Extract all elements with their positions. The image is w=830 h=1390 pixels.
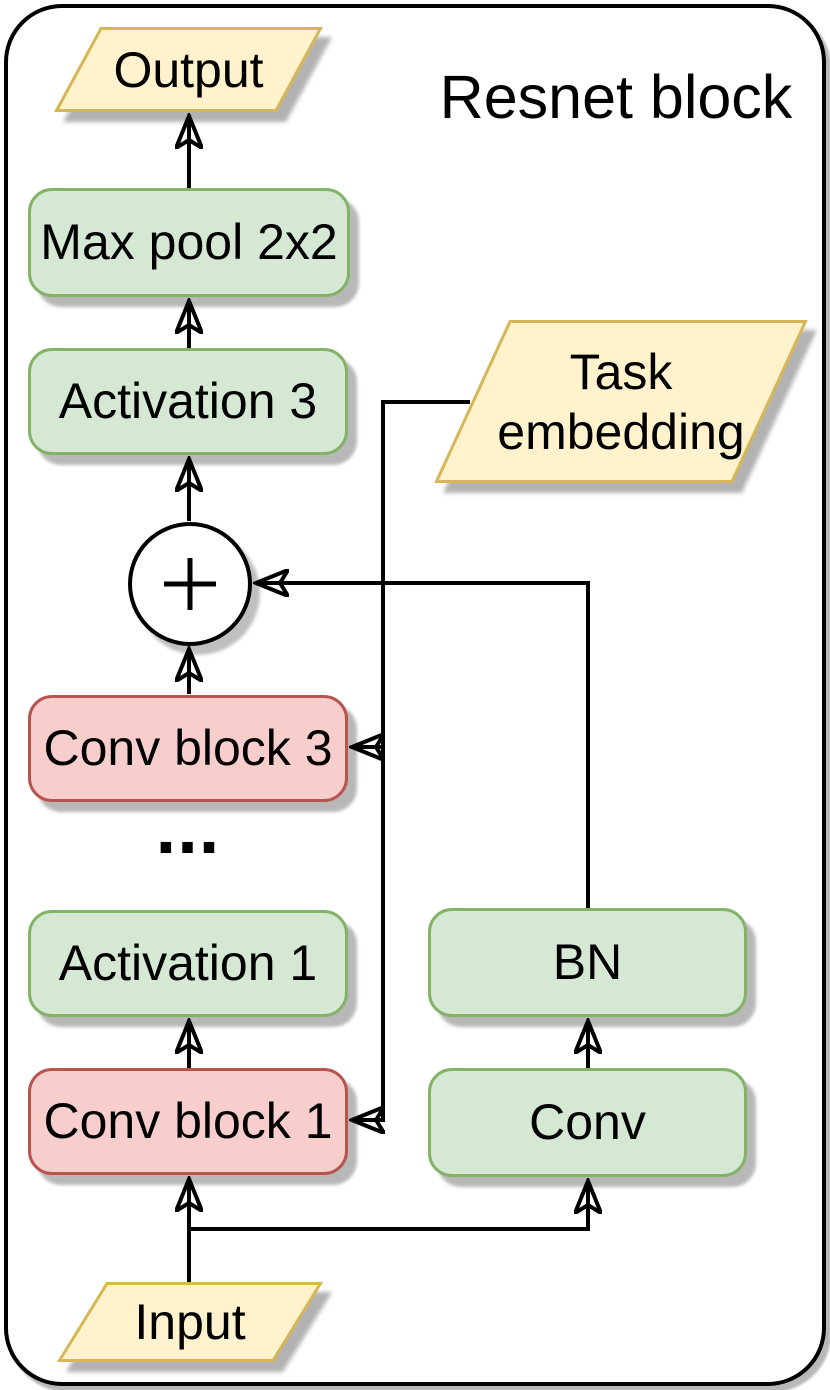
node-conv-label: Conv	[529, 1094, 646, 1150]
node-max-pool: Max pool 2x2	[28, 188, 350, 297]
node-activation-1-label: Activation 1	[58, 935, 318, 991]
node-task-embedding: Task embedding	[434, 320, 808, 483]
plus-icon	[187, 558, 193, 610]
node-task-embedding-label: Task embedding	[497, 343, 745, 460]
parallelogram-shape	[56, 1282, 324, 1362]
parallelogram-shape	[53, 27, 324, 112]
node-conv-block-1: Conv block 1	[28, 1068, 348, 1175]
node-conv-block-1-label: Conv block 1	[43, 1093, 333, 1149]
node-input-label: Input	[134, 1294, 246, 1350]
node-activation-3: Activation 3	[28, 348, 348, 455]
node-input: Input	[56, 1282, 324, 1362]
diagram-frame	[4, 4, 826, 1386]
ellipsis-text: ...	[155, 786, 221, 869]
node-conv: Conv	[428, 1068, 747, 1177]
node-bn: BN	[428, 908, 747, 1017]
node-sum	[128, 522, 252, 646]
node-activation-3-label: Activation 3	[58, 373, 318, 429]
diagram-title: Resnet block	[439, 62, 793, 131]
node-bn-label: BN	[552, 934, 623, 990]
node-output-label: Output	[113, 41, 264, 98]
node-activation-1: Activation 1	[28, 910, 348, 1017]
node-max-pool-label: Max pool 2x2	[40, 214, 338, 270]
node-conv-block-3-label: Conv block 3	[43, 720, 333, 776]
node-output: Output	[53, 27, 324, 112]
